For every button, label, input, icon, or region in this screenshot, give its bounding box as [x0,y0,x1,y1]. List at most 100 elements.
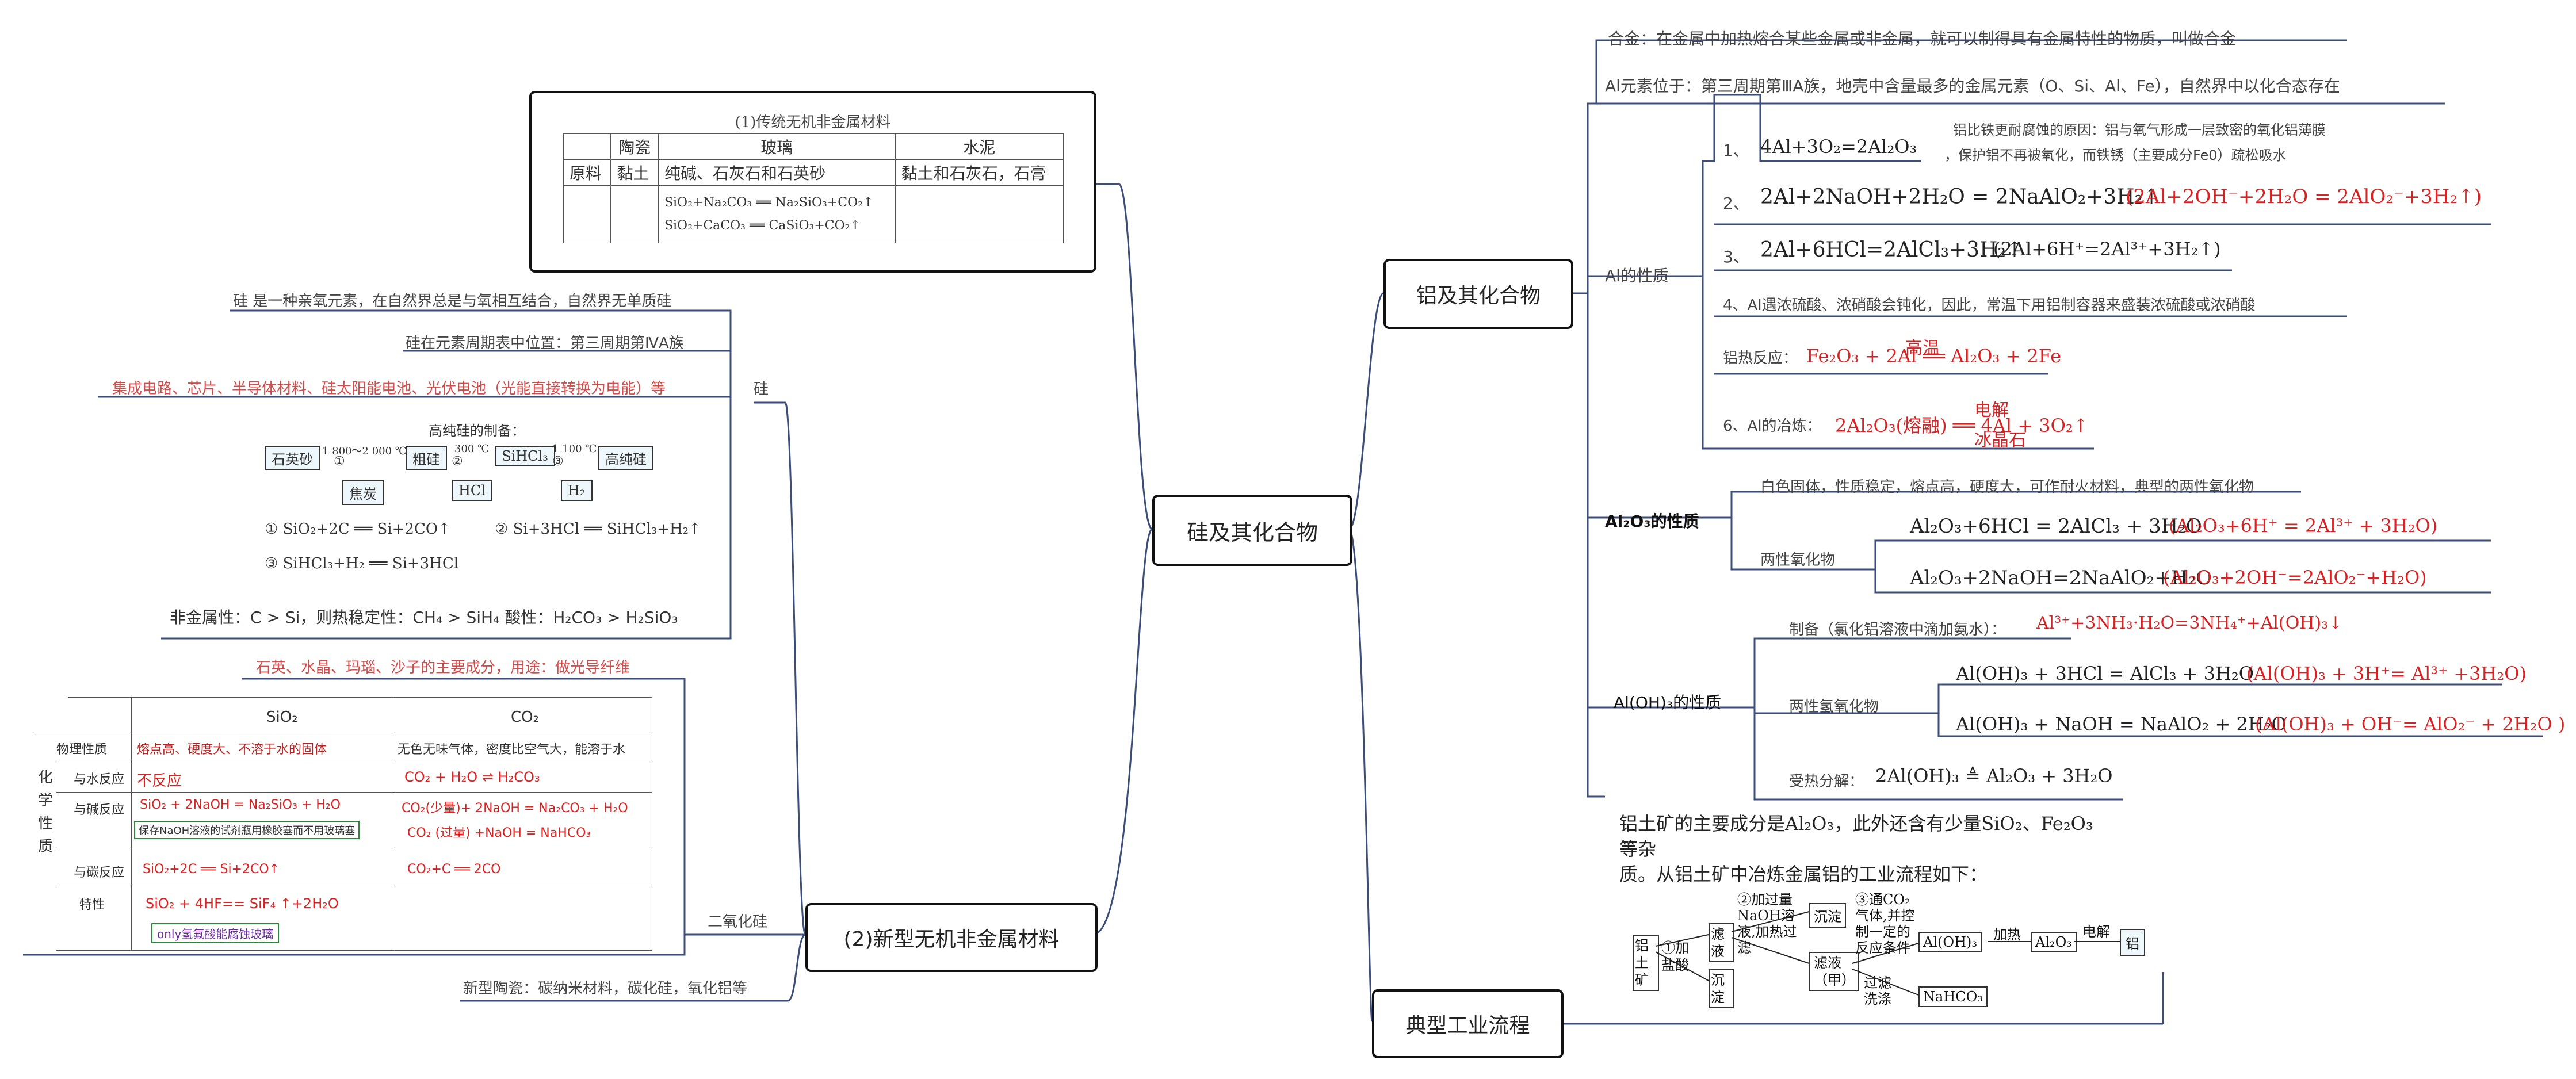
sio2-co2-table: SiO₂ CO₂ 化学性质 物理性质 熔点高、硬度大、不溶于水的固体 无色无味气… [33,697,652,951]
traditional-materials-box[interactable]: (1)传统无机非金属材料 陶瓷 玻璃 水泥 原料 黏土 纯碱、石灰石和石英砂 黏… [529,91,1096,273]
sio2-carbon: SiO₂+2C ══ Si+2CO↑ [143,862,280,877]
flow-quartz: 石英砂 [265,446,320,470]
step-1: ① [334,454,345,469]
row-special: 特性 [79,898,105,912]
flow-heat: 加热 [1993,927,2021,943]
silicon-note-1: 硅 是一种亲氧元素，在自然界总是与氧相互结合，自然界无单质硅 [233,293,672,310]
co2-water: CO₂ + H₂O ⇌ H₂CO₃ [404,769,540,785]
flow-precipitate2: 沉淀 [1809,903,1846,928]
cond-1: 1 800～2 000 ℃ [322,445,407,457]
al-corrosion-note-2: ，保护铝不再被氧化，而铁锈（主要成分Fe0）疏松吸水 [1944,147,2287,163]
al-corrosion-note-1: 铝比铁更耐腐蚀的原因：铝与氧气形成一层致密的氧化铝薄膜 [1953,122,2326,138]
cement-raw: 黏土和石灰石，石膏 [895,159,1064,186]
sio2-special-note: only氢氟酸能腐蚀玻璃 [151,923,280,943]
row-base: 与碱反应 [74,803,125,817]
connector-center-al [1348,292,1384,530]
reagent-h2: H₂ [561,480,593,501]
co2-carbon: CO₂+C ══ 2CO [407,862,501,877]
th-ceramic: 陶瓷 [610,133,659,160]
sio2-special: SiO₂ + 4HF== SiF₄ ↑+2H₂O [146,896,339,912]
aloh3-amph: 两性氢氧化物 [1789,698,1879,715]
thermite-cond: 高温 [1905,338,1940,358]
smelt-label: 6、Al的冶炼： [1723,418,1822,435]
smelt-cond-top: 电解 [1974,400,2009,420]
al-eq-2: 2Al+2NaOH+2H₂O = 2NaAlO₂+3H₂↑ [1760,185,2161,209]
sio2-uses: 石英、水晶、玛瑙、沙子的主要成分，用途：做光导纤维 [256,659,630,676]
flow-al2o3: Al₂O₃ [2031,932,2077,952]
col-co2: CO₂ [511,709,540,726]
flow-aluminum: 铝 [2120,929,2145,956]
flow-precipitate1: 沉淀 [1709,969,1734,1008]
ceramic-raw: 黏土 [610,159,659,186]
flow-electrolysis: 电解 [2082,924,2110,940]
flowchart-arrows [1655,911,2120,996]
aloh3-prep-label: 制备（氯化铝溶液中滴加氨水）： [1789,621,2006,638]
al2o3-eq-2-ion: (Al₂O₃+2OH⁻=2AlO₂⁻+H₂O) [2163,567,2427,588]
sio2-base-note: 保存NaOH溶液的试剂瓶用橡胶塞而不用玻璃塞 [134,821,360,839]
reagent-coke: 焦炭 [342,480,384,505]
connector-new-ceramic [460,933,806,1002]
glass-eq-1: SiO₂+Na₂CO₃ ══ Na₂SiO₃+CO₂↑ [664,195,874,210]
th-cement: 水泥 [895,133,1064,160]
silicon-note-2: 硅在元素周期表中位置：第三周期第ⅣA族 [406,335,684,352]
connector-new-si [754,401,807,936]
branch-industry-flow[interactable]: 典型工业流程 [1372,989,1564,1058]
aloh3-eq-1-ion: (Al(OH)₃ + 3H⁺= Al³⁺ +3H₂O) [2246,663,2527,684]
si-eq-3: ③ SiHCl₃+H₂ ══ Si+3HCl [265,555,459,572]
aloh3-prep-eq: Al³⁺+3NH₃·H₂O=3NH₄⁺+Al(OH)₃↓ [2036,613,2343,633]
cond-3: 1 100 ℃ [552,443,597,455]
aloh3-label: Al(OH)₃的性质 [1614,693,1722,712]
industry-desc-2: 质。从铝土矿中冶炼金属铝的工业流程如下： [1619,863,1988,885]
smelt-eq: 2Al₂O₃(熔融) ══ 4Al + 3O₂↑ [1835,415,2089,437]
row-carbon: 与碳反应 [74,866,125,880]
aloh3-eq-2-ion: (Al(OH)₃ + OH⁻= AlO₂⁻ + 2H₂O ) [2255,713,2566,735]
co2-base-1: CO₂(少量)+ 2NaOH = Na₂CO₃ + H₂O [402,801,628,816]
thermite-label: 铝热反应： [1723,350,1798,367]
thermite-eq: Fe₂O₃ + 2Al ══ Al₂O₃ + 2Fe [1806,345,2062,367]
al2o3-label: Al₂O₃的性质 [1605,512,1699,531]
industry-desc-1: 铝土矿的主要成分是Al₂O₃，此外还含有少量SiO₂、Fe₂O₃等杂 [1619,813,2093,860]
branch-al[interactable]: 铝及其化合物 [1383,259,1573,329]
center-node[interactable]: 硅及其化合物 [1152,495,1352,566]
flow-step3: ③通CO₂气体,并控制一定的反应条件 [1855,891,1915,956]
th-blank [563,133,611,160]
flow-filtrate1: 滤液 [1709,923,1734,962]
smelt-cond-bottom: 冰晶石 [1974,430,2026,450]
industry-desc: 铝土矿的主要成分是Al₂O₃，此外还含有少量SiO₂、Fe₂O₃等杂 质。从铝土… [1619,811,2108,887]
row-raw-label: 原料 [563,159,611,186]
si-eq-2: ② Si+3HCl ══ SiHCl₃+H₂↑ [495,521,701,538]
alloy-definition: 合金：在金属中加热熔合某些金属或非金属，就可以制得具有金属特性的物质，叫做合金 [1608,29,2237,48]
traditional-table: 陶瓷 玻璃 水泥 原料 黏土 纯碱、石灰石和石英砂 黏土和石灰石，石膏 SiO₂… [563,133,1064,243]
al-eq-3-ion: (2Al+6H⁺=2Al³⁺+3H₂↑) [1993,238,2221,260]
new-ceramics: 新型陶瓷：碳纳米材料，碳化硅，氧化铝等 [463,980,748,997]
step-3: ③ [552,454,564,469]
branch-new-materials[interactable]: (2)新型无机非金属材料 [805,903,1098,972]
col-sio2: SiO₂ [266,709,298,726]
industry-flowchart: 铝土矿 ①加盐酸 滤液 沉淀 ②加过量NaOH溶液,加热过滤 沉淀 滤液（甲） … [1628,889,2157,1018]
al-eq-2-ion: (2Al+2OH⁻+2H₂O = 2AlO₂⁻+3H₂↑) [2126,185,2482,208]
traditional-title: (1)传统无机非金属材料 [735,114,891,131]
al-position: Al元素位于：第三周期第ⅢA族，地壳中含量最多的金属元素（O、Si、Al、Fe）… [1605,76,2340,95]
nonmetal-comparison: 非金属性：C > Si，则热稳定性：CH₄ > SiH₄ 酸性：H₂CO₃ > … [170,608,678,627]
flow-step2: ②加过量NaOH溶液,加热过滤 [1737,891,1797,956]
glass-raw: 纯碱、石灰石和石英砂 [658,159,896,186]
step-2: ② [452,454,463,469]
flow-nahco3: NaHCO₃ [1918,986,1988,1007]
sio2-physical: 熔点高、硬度大、不溶于水的固体 [137,743,327,757]
p2-num: 2、 [1723,194,1749,213]
connector-al-alloy [1570,39,2347,294]
chem-props-side: 化学性质 [38,769,53,855]
sio2-water: 不反应 [137,772,182,790]
connector-center-traditional [1087,183,1153,530]
al2o3-eq-1: Al₂O₃+6HCl = 2AlCl₃ + 3H₂O [1910,515,2202,538]
p1-num: 1、 [1723,141,1749,160]
prep-title: 高纯硅的制备： [429,423,525,439]
co2-base-2: CO₂ (过量) +NaOH = NaHCO₃ [407,826,591,840]
al-eq-3: 2Al+6HCl=2AlCl₃+3H₂↑ [1760,238,2024,262]
al2o3-amph: 两性氧化物 [1760,552,1836,569]
flow-crude-si: 粗硅 [406,446,447,470]
co2-physical: 无色无味气体，密度比空气大，能溶于水 [398,743,626,757]
flow-bauxite: 铝土矿 [1633,935,1659,991]
cond-2: 300 ℃ [454,443,490,455]
